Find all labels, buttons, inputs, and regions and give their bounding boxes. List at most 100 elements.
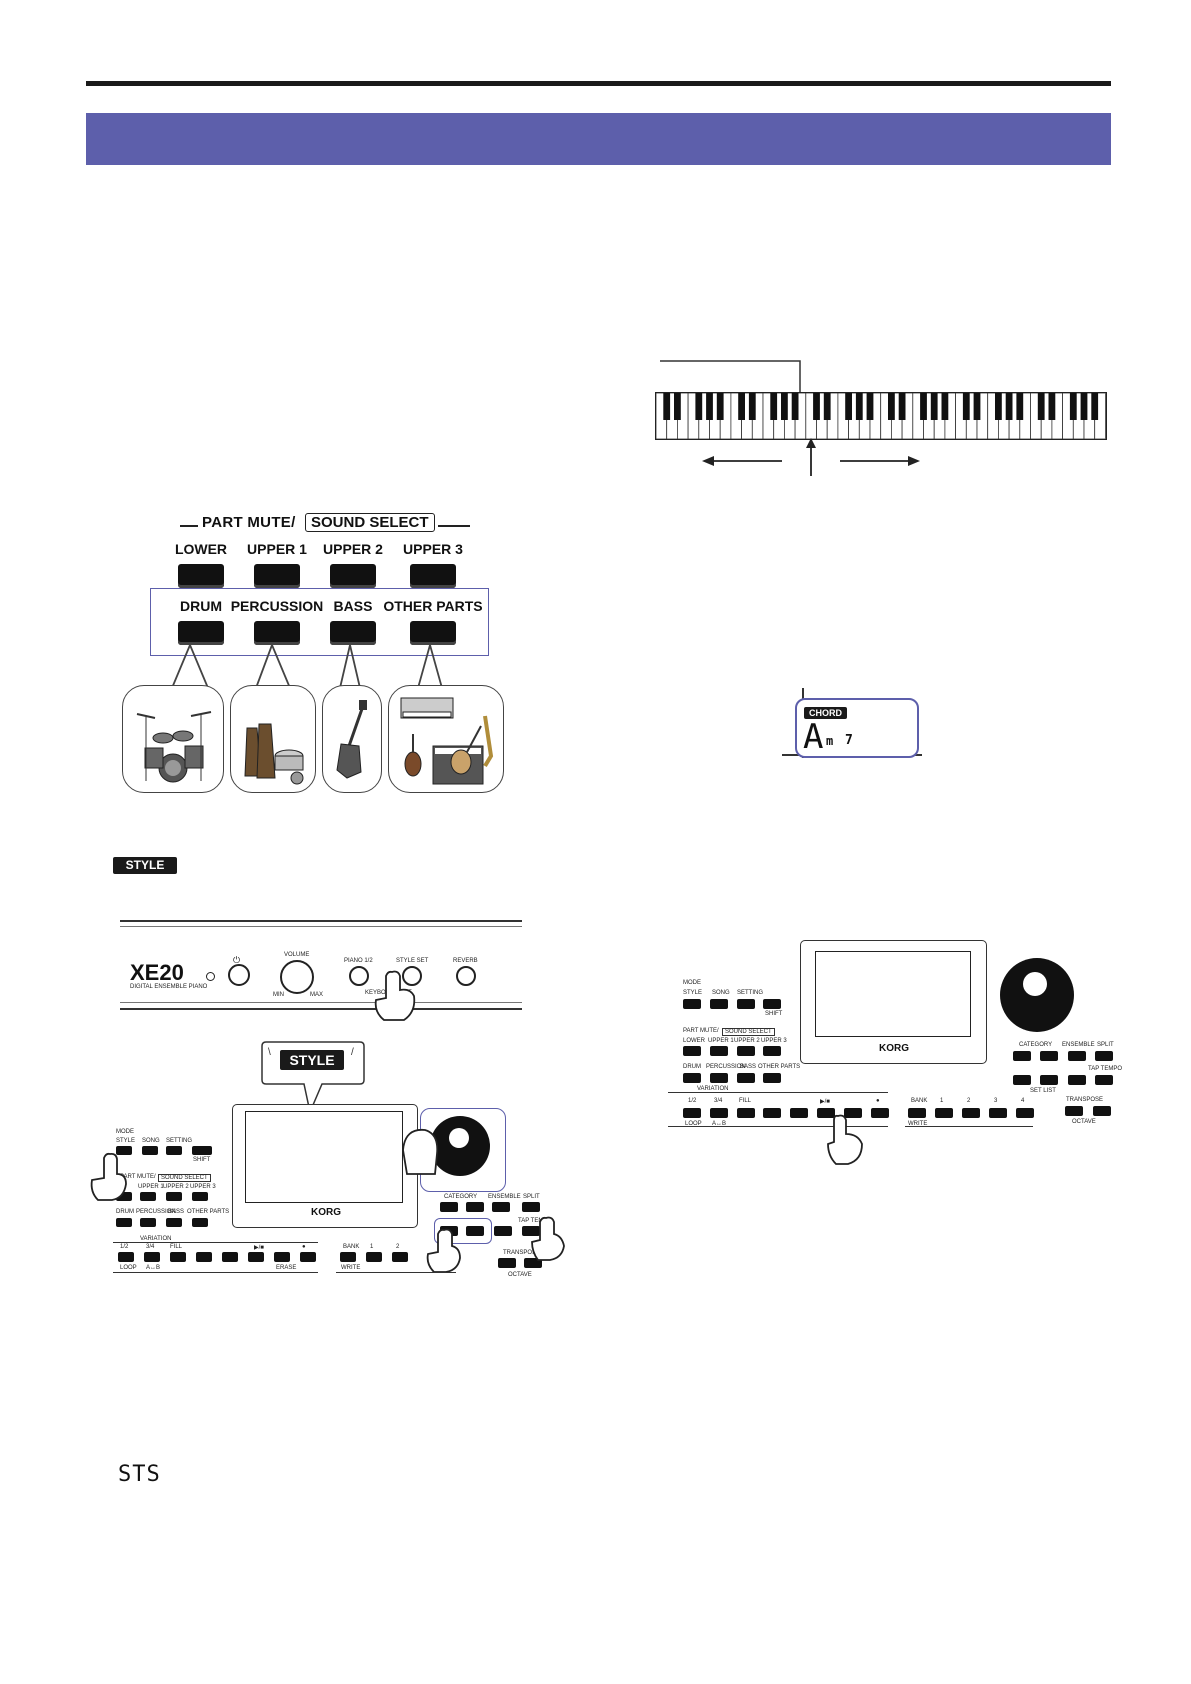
memory-1-button[interactable]	[366, 1252, 382, 1262]
synchro-start-stop-button[interactable]	[844, 1108, 862, 1118]
style-mode-button[interactable]	[116, 1146, 132, 1155]
transport-label-3: FILL	[170, 1244, 183, 1250]
panel-percussion-label: PERCUSSION	[136, 1209, 176, 1215]
tap-tempo-button[interactable]	[522, 1226, 540, 1236]
category-up-right[interactable]	[1040, 1051, 1058, 1061]
other-parts-button-right[interactable]	[763, 1073, 781, 1083]
panel-drum-button[interactable]	[116, 1218, 132, 1227]
hand-pressing-style-icon	[90, 1152, 127, 1201]
drum-button[interactable]	[178, 621, 224, 645]
reverb-button[interactable]	[456, 966, 476, 986]
panel-upper2-button[interactable]	[166, 1192, 182, 1201]
upper1-button-right[interactable]	[710, 1046, 728, 1056]
r-song-label-1: LOOP	[685, 1121, 702, 1127]
memory-2-button[interactable]	[392, 1252, 408, 1262]
style-set-button[interactable]	[402, 966, 422, 986]
song-mode-button-right[interactable]	[710, 999, 728, 1009]
category-down-button[interactable]	[440, 1202, 458, 1212]
transport-btn-6[interactable]	[248, 1252, 264, 1262]
drum-button-right[interactable]	[683, 1073, 701, 1083]
shift-button[interactable]	[192, 1146, 212, 1155]
upper2-button[interactable]	[330, 564, 376, 588]
memory-2-label: 2	[396, 1244, 400, 1250]
transport-btn-7[interactable]	[274, 1252, 290, 1262]
tap-tempo-button-right[interactable]	[1095, 1075, 1113, 1085]
set-list-button[interactable]	[494, 1226, 512, 1236]
panel-other-parts-button[interactable]	[192, 1218, 208, 1227]
transpose-up-button[interactable]	[524, 1258, 542, 1268]
memory1-right[interactable]	[935, 1108, 953, 1118]
upper3-button-right[interactable]	[763, 1046, 781, 1056]
r-transport-4[interactable]	[763, 1108, 781, 1118]
memory3-right[interactable]	[989, 1108, 1007, 1118]
variation-label-right: VARIATION	[697, 1086, 729, 1092]
panel-percussion-button[interactable]	[140, 1218, 156, 1227]
transport-label-6: ▶/■	[254, 1245, 264, 1251]
r-transport-1[interactable]	[683, 1108, 701, 1118]
transport-btn-5[interactable]	[222, 1252, 238, 1262]
category-down-right[interactable]	[1013, 1051, 1031, 1061]
r-transport-3[interactable]	[737, 1108, 755, 1118]
r-transport-5[interactable]	[790, 1108, 808, 1118]
black-key	[770, 393, 778, 420]
style-mode-button-right[interactable]	[683, 999, 701, 1009]
instrument-callout-lines	[171, 644, 443, 689]
memory2-right[interactable]	[962, 1108, 980, 1118]
transport-btn-2[interactable]	[144, 1252, 160, 1262]
percussion-button-right[interactable]	[710, 1073, 728, 1083]
congas-icon	[230, 685, 316, 793]
r-transport-2[interactable]	[710, 1108, 728, 1118]
panel-lower-button[interactable]	[116, 1192, 132, 1201]
song-mode-button[interactable]	[142, 1146, 158, 1155]
transpose-down-button[interactable]	[498, 1258, 516, 1268]
split-button[interactable]	[522, 1202, 540, 1212]
transport-btn-8[interactable]	[300, 1252, 316, 1262]
power-button[interactable]	[228, 964, 250, 986]
setting-mode-button[interactable]	[166, 1146, 182, 1155]
bass-button-right[interactable]	[737, 1073, 755, 1083]
sts-display-glyph: STS	[118, 1462, 161, 1487]
ensemble-button[interactable]	[492, 1202, 510, 1212]
shift-button-right[interactable]	[763, 999, 781, 1009]
percussion-button[interactable]	[254, 621, 300, 645]
transpose-up-right[interactable]	[1093, 1106, 1111, 1116]
category-up-button[interactable]	[466, 1202, 484, 1212]
volume-knob[interactable]	[280, 960, 314, 994]
set-list-button-right[interactable]	[1068, 1075, 1086, 1085]
chord-extension: 7	[845, 733, 853, 748]
memory4-right[interactable]	[1016, 1108, 1034, 1118]
octave-label-right: OCTAVE	[1072, 1119, 1096, 1125]
other-parts-button[interactable]	[410, 621, 456, 645]
ensemble-button-right[interactable]	[1068, 1051, 1086, 1061]
transport-btn-4[interactable]	[196, 1252, 212, 1262]
memory2-label-right: 2	[967, 1098, 971, 1104]
upper1-button[interactable]	[254, 564, 300, 588]
mode-style-label: STYLE	[116, 1138, 136, 1144]
transpose-down-right[interactable]	[1065, 1106, 1083, 1116]
panel-upper1-button[interactable]	[140, 1192, 156, 1201]
bass-button[interactable]	[330, 621, 376, 645]
piano12-button[interactable]	[349, 966, 369, 986]
bank-button[interactable]	[340, 1252, 356, 1262]
ensemble-label-right: ENSEMBLE	[1062, 1042, 1095, 1048]
split-button-right[interactable]	[1095, 1051, 1113, 1061]
lower-button-right[interactable]	[683, 1046, 701, 1056]
transport-btn-1[interactable]	[118, 1252, 134, 1262]
power-icon: ⏻	[233, 955, 241, 965]
bank-button-right[interactable]	[908, 1108, 926, 1118]
black-key	[941, 393, 949, 420]
plus-button-right[interactable]	[1040, 1075, 1058, 1085]
tap-tempo-label-right: TAP TEMPO	[1088, 1066, 1123, 1072]
lower-button[interactable]	[178, 564, 224, 588]
setting-mode-button-right[interactable]	[737, 999, 755, 1009]
minus-button-right[interactable]	[1013, 1075, 1031, 1085]
r-transport-8[interactable]	[871, 1108, 889, 1118]
upper3-button[interactable]	[410, 564, 456, 588]
plus-button[interactable]	[466, 1226, 484, 1236]
volume-min-label: MIN	[273, 992, 284, 998]
panel-upper3-button[interactable]	[192, 1192, 208, 1201]
r-transport-6[interactable]	[817, 1108, 835, 1118]
transport-btn-3[interactable]	[170, 1252, 186, 1262]
panel-bass-button[interactable]	[166, 1218, 182, 1227]
upper2-button-right[interactable]	[737, 1046, 755, 1056]
